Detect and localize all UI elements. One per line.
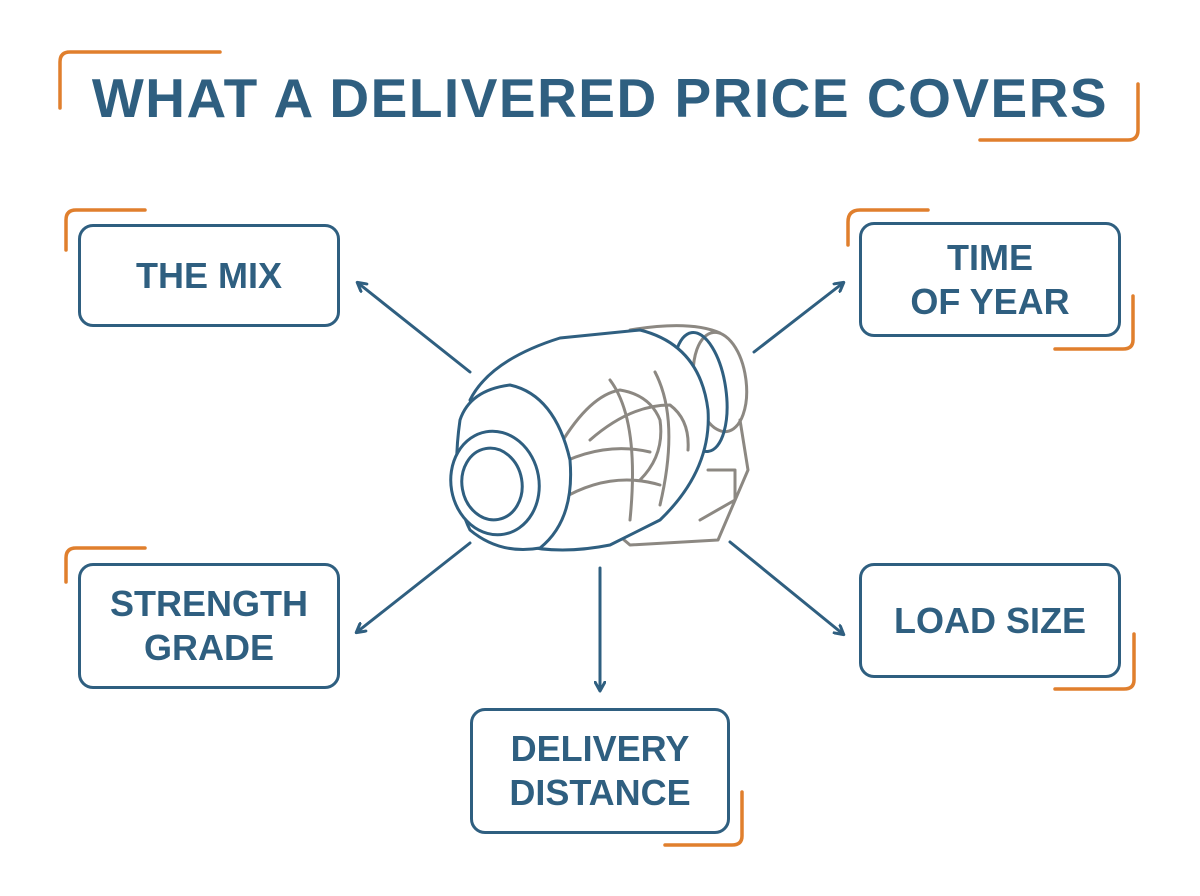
concrete-mixer-drum-icon [449, 324, 750, 552]
arrow-to-time-of-year [752, 283, 843, 354]
delivery-distance-label-line-1: DELIVERY [510, 728, 690, 769]
the-mix-accent [64, 208, 147, 252]
arrow-to-load-size [728, 540, 843, 634]
factor-box-delivery-distance: DELIVERY DISTANCE [470, 708, 730, 834]
delivery-distance-label-line-2: DISTANCE [509, 772, 691, 813]
time-of-year-label-line-2: OF YEAR [910, 280, 1070, 322]
factor-box-time-of-year: TIME OF YEAR [859, 222, 1121, 337]
arrow-to-the-mix [358, 283, 472, 374]
title-accent-top-left [58, 50, 222, 110]
strength-grade-label-line-1: STRENGTH [110, 583, 308, 624]
time-of-year-label-line-1: TIME [947, 236, 1033, 278]
load-size-accent [1053, 632, 1136, 691]
load-size-label-line-1: LOAD SIZE [893, 599, 1086, 641]
title-accent-bottom-right [978, 82, 1140, 142]
time-of-year-accent-2 [1053, 294, 1135, 351]
time-of-year-accent [846, 208, 930, 247]
delivery-distance-accent [663, 790, 744, 847]
factor-box-the-mix: THE MIX [78, 224, 340, 327]
factor-box-load-size: LOAD SIZE [859, 563, 1121, 678]
the-mix-label-line-1: THE MIX [135, 254, 282, 296]
factor-box-strength-grade: STRENGTH GRADE [78, 563, 340, 689]
strength-grade-accent [64, 546, 147, 584]
page-title: WHAT A DELIVERED PRICE COVERS [91, 67, 1109, 129]
arrow-to-strength-grade [357, 541, 472, 632]
strength-grade-label-line-2: GRADE [143, 627, 274, 668]
